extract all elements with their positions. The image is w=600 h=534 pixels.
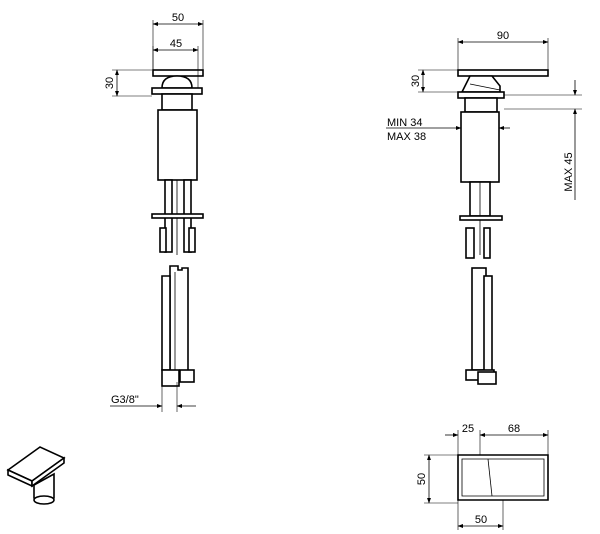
side-view: 90 30 MIN 34 MAX 38 MAX 45 (386, 30, 582, 385)
top-dim-rear-length: 68 (508, 423, 520, 435)
top-dim-depth: 50 (416, 473, 428, 485)
front-cap (161, 75, 193, 89)
side-clip (465, 227, 475, 259)
side-lever (457, 69, 549, 77)
front-dim-overall-width: 50 (172, 12, 184, 24)
top-view: 25 68 50 50 (416, 423, 549, 530)
front-dim-lever-height: 30 (104, 77, 116, 89)
front-dim-lever-width: 45 (170, 38, 182, 50)
side-dim-min-deck: MIN 34 (387, 117, 422, 129)
front-hose-right (169, 265, 189, 379)
side-body (460, 111, 500, 183)
front-flange (151, 87, 203, 95)
side-dim-lever-height: 30 (410, 75, 422, 87)
side-flange (457, 91, 505, 99)
front-clip-left (159, 227, 167, 253)
iso-base (33, 495, 55, 505)
top-lever (457, 454, 549, 501)
front-hose-left (161, 275, 171, 371)
side-nut (459, 215, 503, 221)
top-dim-front-offset: 25 (462, 423, 474, 435)
front-dim-thread: G3/8" (111, 394, 139, 406)
side-clip-2 (483, 227, 491, 259)
side-dim-max-deck: MAX 38 (387, 131, 426, 143)
iso-lever-side (31, 456, 65, 488)
front-nut (151, 213, 204, 219)
front-neck (161, 93, 193, 111)
side-fitting-2 (477, 371, 497, 385)
front-fitting-left (161, 369, 180, 387)
front-body (157, 109, 198, 181)
side-hose-back (483, 275, 493, 373)
top-dim-base-width: 50 (475, 514, 487, 526)
side-cap (460, 75, 501, 93)
side-dim-lever-length: 90 (497, 30, 509, 42)
front-clip-right (188, 227, 196, 253)
side-dim-max-thickness: MAX 45 (563, 152, 575, 191)
isometric-view (6, 446, 66, 505)
front-lever (152, 69, 204, 77)
side-neck (464, 97, 498, 113)
front-fitting-right (179, 369, 195, 383)
front-view: 50 45 30 G3/8" (104, 12, 204, 412)
